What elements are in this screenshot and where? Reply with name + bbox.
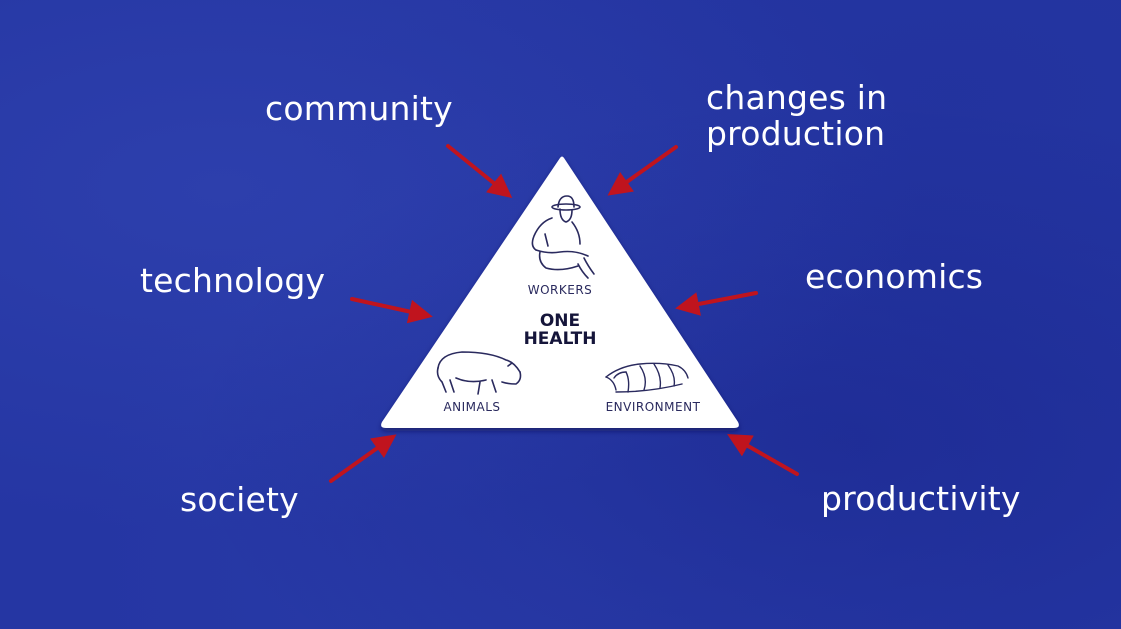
factor-society: society: [180, 480, 299, 519]
arrow-productivity: [727, 434, 799, 476]
factor-changes-line1: changes in: [706, 78, 888, 117]
arrow-economics: [675, 291, 758, 316]
label-workers: WORKERS: [527, 283, 593, 297]
worker-icon: [531, 195, 595, 279]
arrow-technology: [350, 297, 433, 324]
title-line-one: ONE: [539, 311, 581, 331]
greenhouse-icon: [605, 362, 689, 393]
arrow-changes-in-production: [607, 145, 678, 196]
factor-productivity: productivity: [821, 479, 1021, 518]
factor-changes-line2: production: [706, 114, 886, 153]
label-environment: ENVIRONMENT: [605, 400, 701, 414]
factor-changes-in-production: changes in production: [706, 80, 887, 152]
factor-technology: technology: [140, 261, 326, 300]
one-health-triangle: [381, 156, 739, 428]
arrow-society: [329, 434, 397, 483]
factor-community: community: [265, 89, 453, 128]
label-animals: ANIMALS: [443, 400, 501, 414]
factor-economics: economics: [805, 257, 984, 296]
title-line-health: HEALTH: [523, 329, 597, 349]
arrow-community: [446, 144, 513, 199]
one-health-title: ONE HEALTH: [505, 312, 615, 348]
pig-icon: [436, 351, 522, 395]
